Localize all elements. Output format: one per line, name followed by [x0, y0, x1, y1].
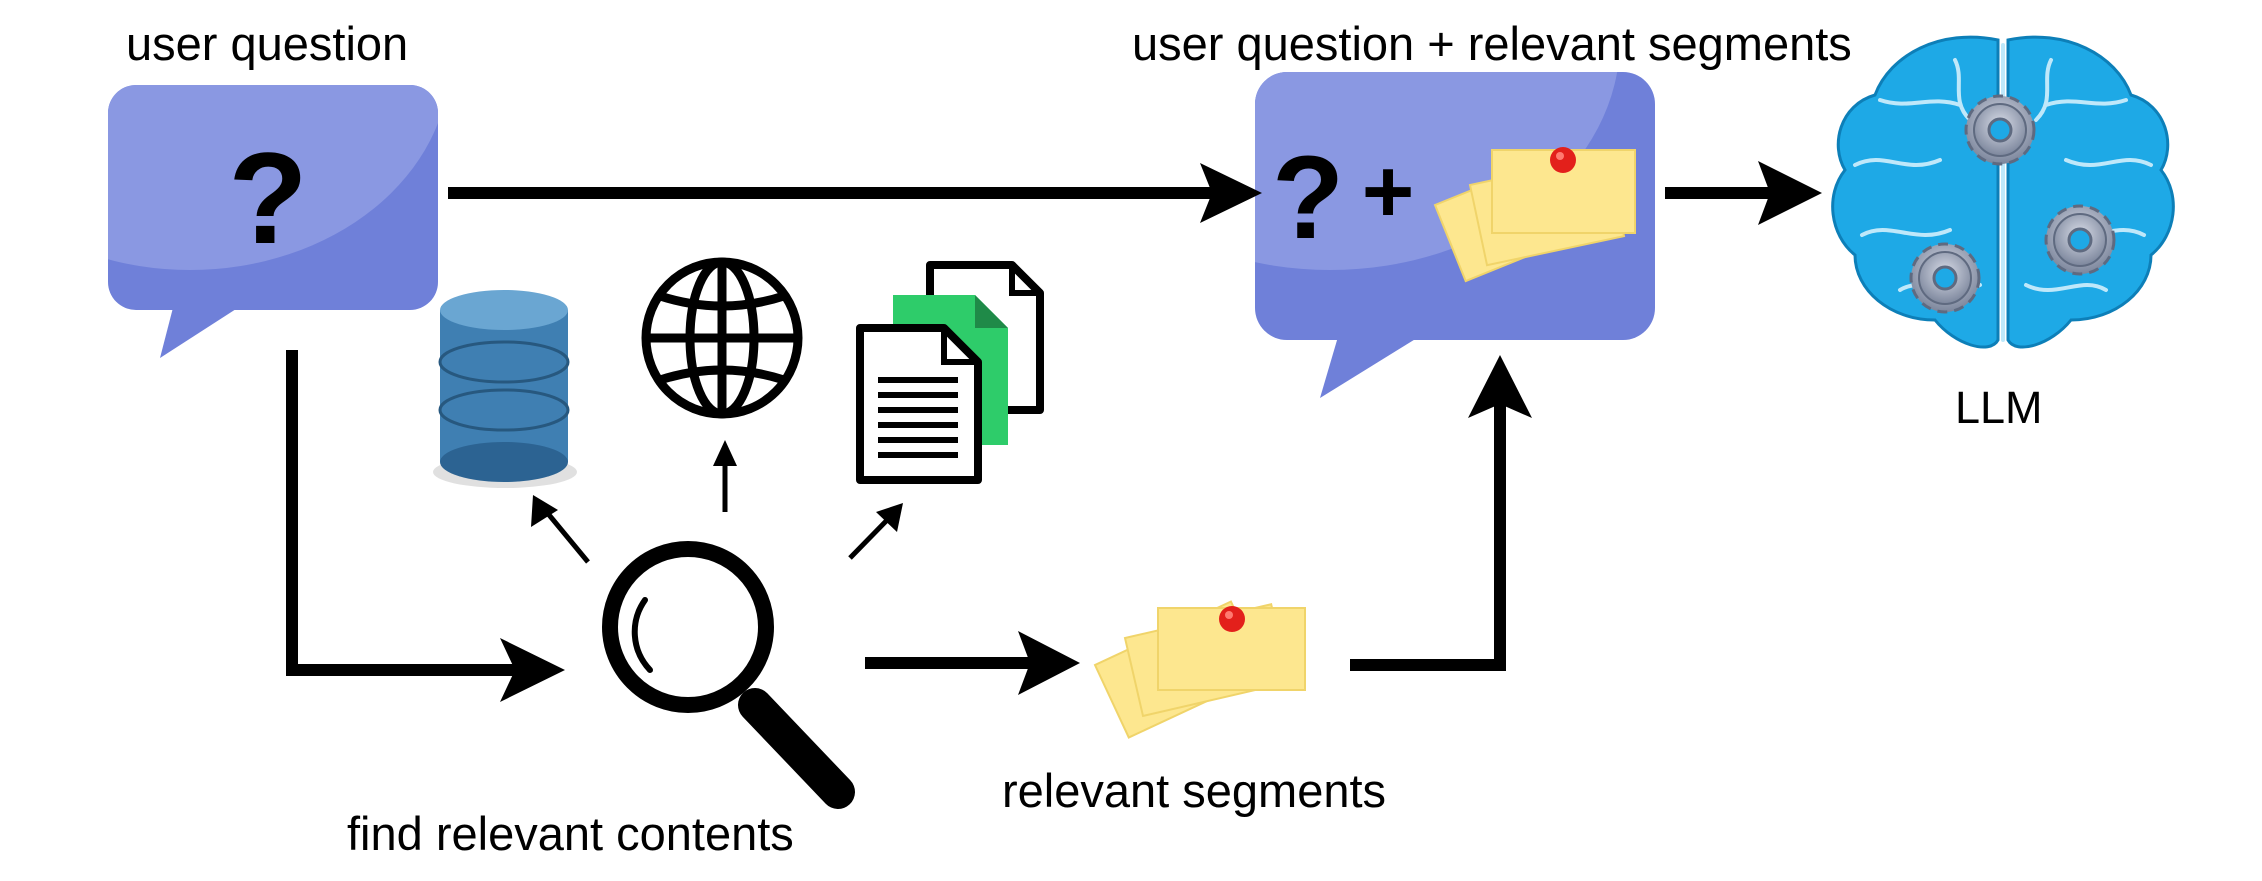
- connectors: [286, 187, 1770, 676]
- plus-glyph: +: [1362, 142, 1415, 242]
- magnifying-glass-icon: [602, 541, 855, 809]
- arrowhead-right-search: [500, 638, 565, 702]
- arrowhead-up-combined: [1468, 355, 1532, 418]
- user-question-label: user question: [126, 17, 409, 70]
- arrowhead-right-llm: [1758, 161, 1822, 225]
- arrowheads: [500, 161, 1822, 702]
- question-mark-glyph-combined: ?: [1272, 132, 1344, 264]
- documents-icon: [856, 261, 1044, 484]
- user-question-bubble: ?: [108, 85, 438, 358]
- arrowhead-documents: [876, 503, 903, 532]
- sticky-notes-icon: [1093, 600, 1306, 739]
- gear-icon: [1909, 94, 2116, 314]
- arrow-to-database: [543, 508, 590, 564]
- arrowhead-database: [531, 495, 558, 527]
- arrow-to-documents: [848, 513, 894, 560]
- combined-bubble: ? +: [1255, 72, 1655, 398]
- question-mark-glyph: ?: [228, 125, 307, 271]
- arrow-question-to-search: [286, 350, 515, 676]
- find-relevant-contents-label: find relevant contents: [347, 807, 794, 860]
- globe-icon: [641, 257, 803, 419]
- source-arrows: [543, 456, 894, 564]
- arrowhead-web: [713, 440, 737, 466]
- combined-input-label: user question + relevant segments: [1132, 17, 1852, 70]
- arrow-segments-to-combined: [1350, 400, 1506, 671]
- sticky-notes-icon-combined: [1433, 147, 1636, 283]
- arrowhead-right-segments: [1018, 631, 1080, 695]
- llm-label: LLM: [1955, 382, 2043, 433]
- database-icon: [433, 290, 577, 488]
- brain-with-gears-icon: [1831, 35, 2175, 349]
- relevant-segments-label: relevant segments: [1002, 764, 1387, 817]
- arrowhead-right-top: [1200, 163, 1262, 223]
